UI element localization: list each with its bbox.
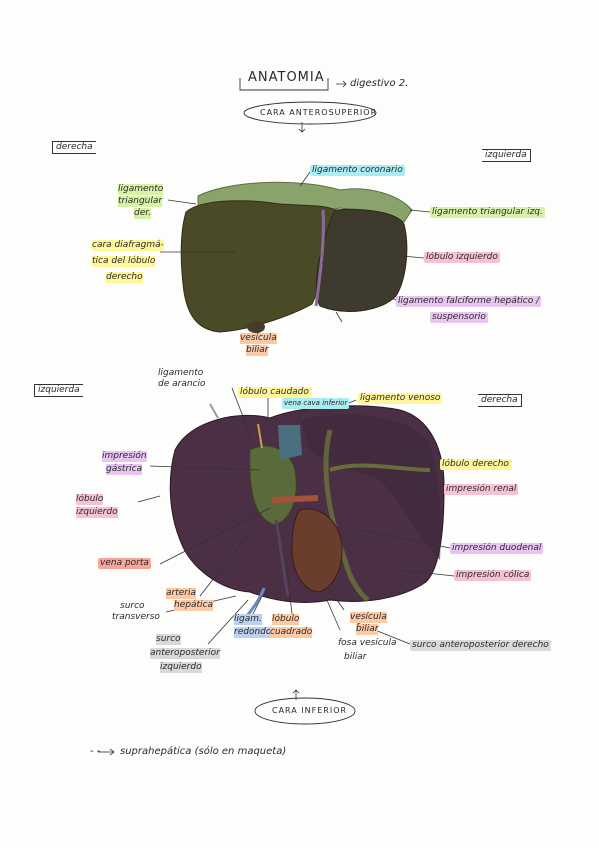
page-subtitle: digestivo 2.	[350, 78, 409, 89]
upper-side-right: izquierda	[482, 149, 531, 162]
label-impresion-gastrica-2: gástrica	[106, 464, 143, 475]
label-ligam-redondo-2: redondo	[234, 627, 272, 638]
liver-inferior-illustration	[169, 403, 445, 621]
label-falciforme-1: ligamento falciforme hepático /	[396, 296, 542, 307]
label-surco-ant-izq-2: anteroposterior	[150, 648, 220, 659]
label-impresion-colica: impresión cólica	[454, 570, 532, 581]
label-fosa-vesicula-1: fosa vesícula	[338, 638, 397, 648]
label-lobulo-caudado: lóbulo caudado	[238, 387, 311, 398]
label-surco-ant-der: surco anteroposterior derecho	[410, 640, 551, 651]
label-falciforme-2: suspensorio	[430, 312, 488, 323]
label-triangular-izq: ligamento triangular izq.	[430, 207, 545, 218]
label-triangular-der-1: ligamento	[118, 184, 164, 195]
label-cara-diafragmatica-3: derecho	[106, 272, 143, 283]
label-triangular-der-3: der.	[134, 208, 151, 219]
label-impresion-gastrica-1: impresión	[102, 451, 147, 462]
label-ligamento-venoso: ligamento venoso	[358, 393, 443, 404]
label-cara-diafragmatica-1: cara diafragmá-	[92, 240, 164, 251]
bottom-view-oval	[254, 697, 356, 725]
label-vesicula-lower-2: biliar	[356, 624, 379, 635]
label-vesicula-upper-1: vesícula	[240, 333, 277, 344]
label-surco-transverso-1: surco	[120, 601, 145, 611]
label-impresion-duodenal: impresión duodenal	[450, 543, 544, 554]
label-arteria-hepatica-2: hepática	[174, 600, 213, 611]
footer-note: suprahepática (sólo en maqueta)	[120, 746, 287, 757]
label-ligamento-arancio-2: de arancio	[158, 379, 206, 389]
label-surco-transverso-2: transverso	[112, 612, 160, 622]
label-fosa-vesicula-2: biliar	[344, 652, 367, 662]
label-lobulo-izquierdo-upper: lóbulo izquierdo	[424, 252, 500, 263]
label-ligamento-arancio-1: ligamento	[158, 368, 204, 378]
label-arteria-hepatica-1: arteria	[166, 588, 196, 599]
label-vena-cava: vena cava inferior	[282, 398, 350, 409]
label-ligamento-coronario: ligamento coronario	[310, 165, 405, 176]
dashed-arrow-icon: - -	[90, 746, 101, 757]
label-surco-ant-izq-1: surco	[156, 634, 181, 645]
lower-side-left: izquierda	[34, 384, 83, 397]
label-lobulo-cuadrado-1: lóbulo	[272, 614, 300, 625]
liver-anterosuperior-illustration	[180, 181, 413, 333]
title-bracket	[239, 78, 329, 91]
label-lobulo-izquierdo-lower-2: izquierdo	[76, 507, 118, 518]
label-impresion-renal: impresión renal	[444, 484, 519, 495]
label-lobulo-cuadrado-2: cuadrado	[270, 627, 313, 638]
top-view-title: CARA ANTEROSUPERIOR	[260, 108, 378, 117]
label-triangular-der-2: triangular	[118, 196, 163, 207]
label-lobulo-izquierdo-lower-1: lóbulo	[76, 494, 104, 505]
top-view-oval	[243, 101, 377, 125]
label-vena-porta: vena porta	[98, 558, 151, 569]
lower-side-right: derecha	[478, 394, 522, 407]
label-vesicula-lower-1: vesícula	[350, 612, 387, 623]
label-lobulo-derecho: lóbulo derecho	[440, 459, 511, 470]
page-title: ANATOMIA	[248, 70, 325, 85]
label-vesicula-upper-2: biliar	[246, 345, 269, 356]
upper-side-left: derecha	[52, 141, 96, 154]
label-cara-diafragmatica-2: tica del lóbulo	[92, 256, 156, 267]
label-ligam-redondo-1: ligam.	[234, 614, 262, 625]
label-surco-ant-izq-3: izquierdo	[160, 662, 202, 673]
bottom-view-title: CARA INFERIOR	[272, 706, 348, 715]
